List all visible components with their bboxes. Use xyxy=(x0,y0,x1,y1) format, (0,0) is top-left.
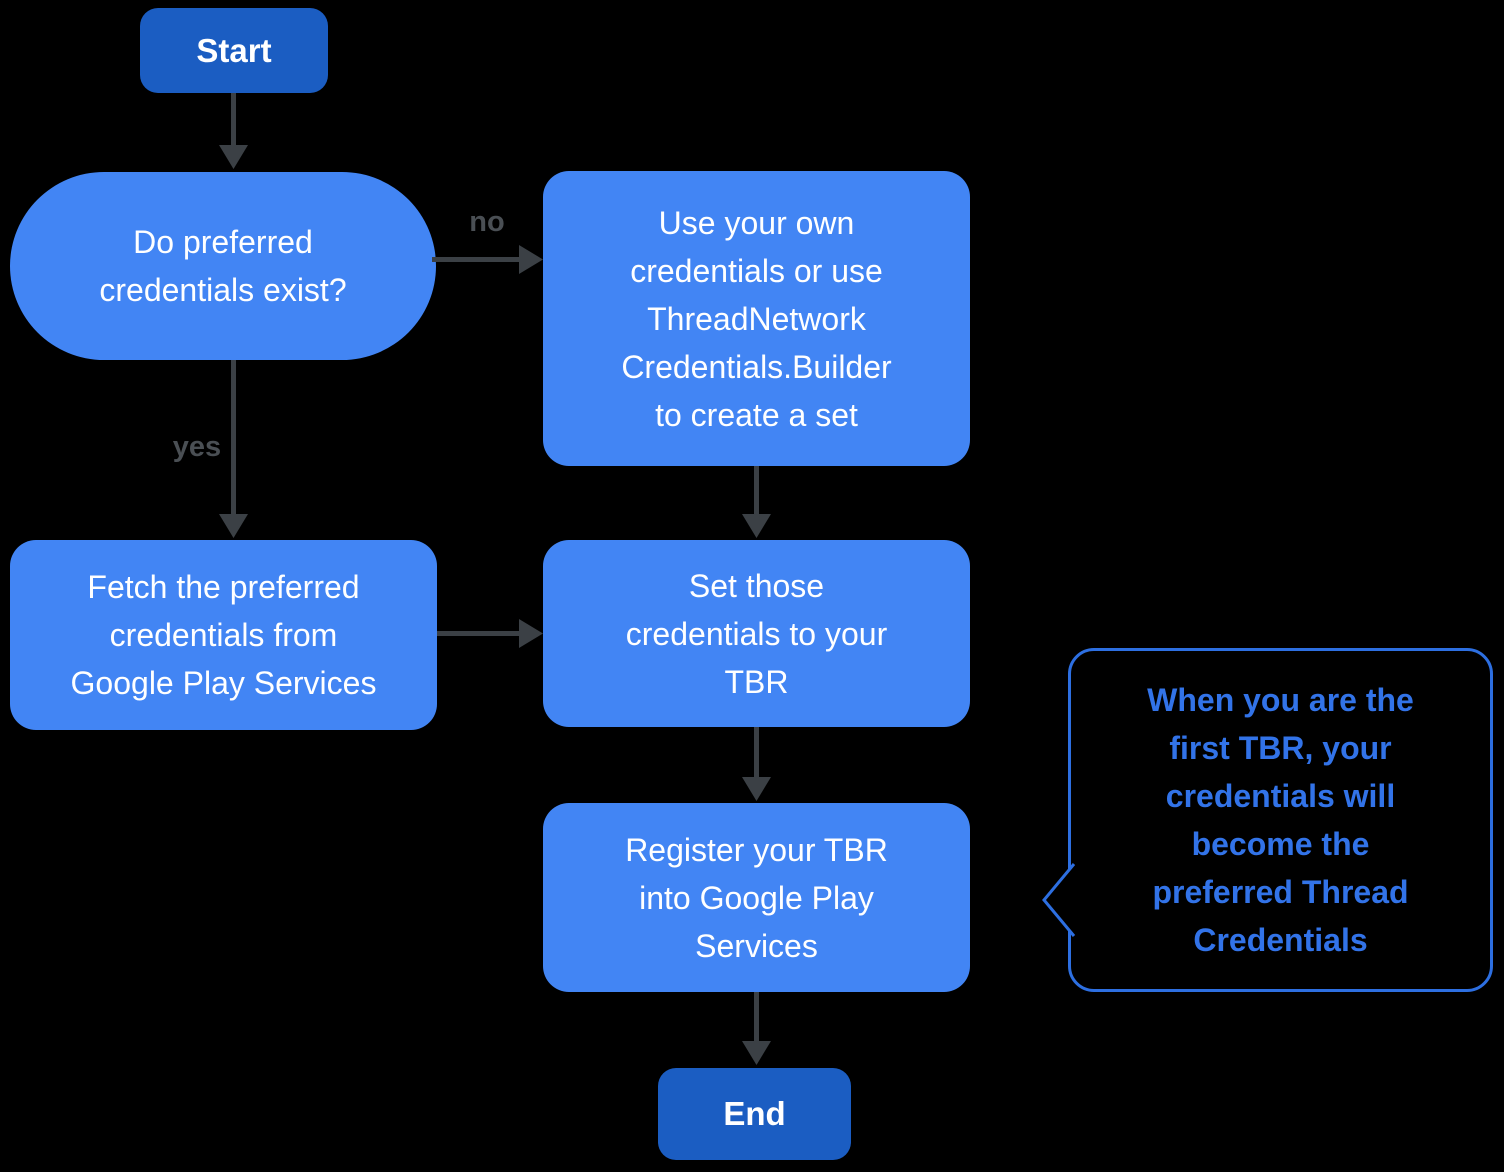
arrow-register-to-end xyxy=(742,992,771,1065)
edge-label-yes: yes xyxy=(172,431,222,463)
node-set-credentials-tbr: Set those credentials to your TBR xyxy=(543,540,970,727)
node-register-tbr: Register your TBR into Google Play Servi… xyxy=(543,803,970,992)
arrow-own-credentials-to-set xyxy=(742,466,771,538)
arrow-set-to-register xyxy=(742,727,771,801)
callout-note: When you are the first TBR, your credent… xyxy=(1068,648,1493,992)
arrow-decision-to-own-credentials xyxy=(432,245,543,274)
arrow-fetch-to-set xyxy=(437,619,543,648)
edge-label-no: no xyxy=(469,206,505,238)
node-start: Start xyxy=(140,8,328,93)
node-use-own-credentials: Use your own credentials or use ThreadNe… xyxy=(543,171,970,466)
node-fetch-preferred-credentials: Fetch the preferred credentials from Goo… xyxy=(10,540,437,730)
node-decision-preferred-credentials: Do preferred credentials exist? xyxy=(10,172,436,360)
node-end: End xyxy=(658,1068,851,1160)
arrow-start-to-decision xyxy=(219,93,248,169)
